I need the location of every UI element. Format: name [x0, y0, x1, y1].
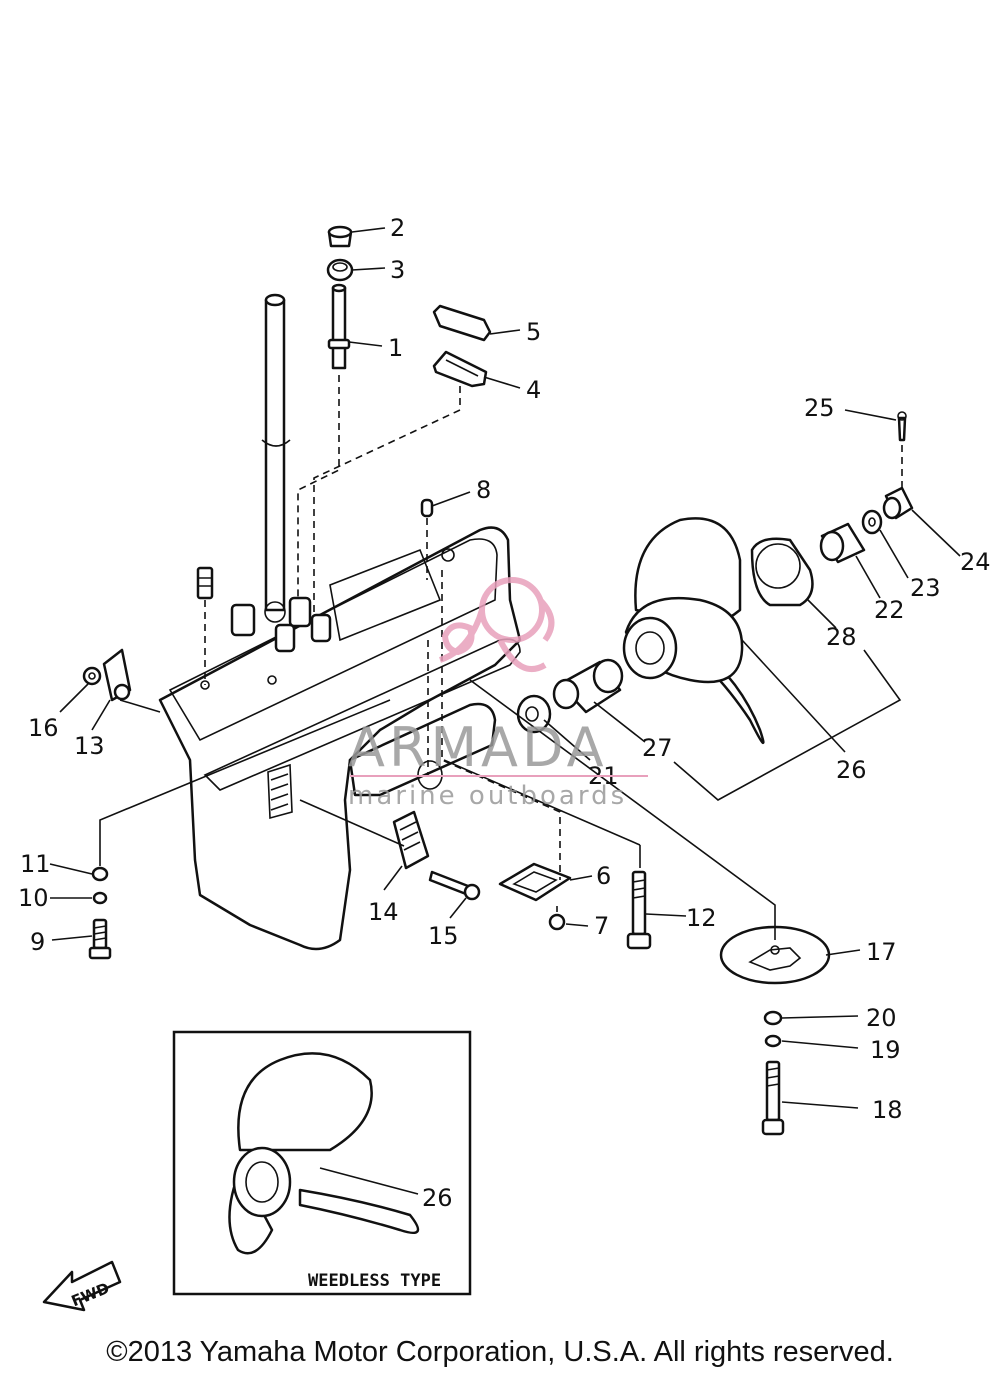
callout-17: 17	[866, 938, 897, 966]
callout-leaders	[49, 227, 961, 1109]
part-19-washer	[764, 1034, 782, 1048]
part-23-washer	[861, 509, 883, 535]
part-20-washer	[763, 1010, 783, 1026]
callout-28: 28	[826, 623, 857, 651]
part-16-screw	[82, 666, 102, 686]
part-3-seal	[326, 258, 354, 282]
lower-case-housing	[158, 293, 522, 951]
weedless-type-inset: 26 WEEDLESS TYPE	[172, 1030, 472, 1296]
callout-15: 15	[428, 922, 459, 950]
part-24-nut	[882, 486, 914, 520]
callout-12: 12	[686, 904, 717, 932]
callout-9: 9	[30, 928, 45, 956]
part-9-bolt	[88, 918, 112, 960]
callout-18: 18	[872, 1096, 903, 1124]
watermark-sub: marine outboards	[348, 781, 627, 811]
callout-23: 23	[910, 574, 941, 602]
part-5-damper	[432, 304, 492, 342]
callout-19: 19	[870, 1036, 901, 1064]
part-13-plate	[102, 648, 132, 702]
part-25-cotter-pin	[897, 411, 907, 442]
part-4-plate	[432, 350, 488, 388]
watermark-main: ARMADA	[348, 716, 608, 779]
part-22-spacer	[819, 522, 866, 564]
callout-16: 16	[28, 714, 59, 742]
callout-11: 11	[20, 850, 51, 878]
callout-13: 13	[74, 732, 105, 760]
armada-logo-icon	[438, 577, 555, 672]
callout-22: 22	[874, 596, 905, 624]
callout-20: 20	[866, 1004, 897, 1032]
part-7-screw	[548, 906, 566, 931]
callout-4: 4	[526, 376, 541, 404]
part-1-water-tube	[327, 283, 351, 370]
callout-14: 14	[368, 898, 399, 926]
part-27-spacer	[552, 658, 624, 714]
callout-labels: 2 3 1 5 4 8 25 24 23 22 28 26 27 21 16 1…	[18, 214, 991, 1124]
water-inlet-grille	[267, 763, 293, 820]
part-21-thrust-washer	[516, 694, 552, 734]
assembly-lines	[99, 375, 903, 940]
inset-title: WEEDLESS TYPE	[308, 1271, 441, 1291]
part-2-grommet	[327, 225, 353, 248]
part-14-water-inlet-cover	[392, 810, 430, 870]
callout-27: 27	[642, 734, 673, 762]
part-10-washer	[92, 891, 108, 905]
callout-1: 1	[388, 334, 403, 362]
callout-10: 10	[18, 884, 49, 912]
fwd-arrow-icon: FWD	[42, 1260, 122, 1312]
callout-3: 3	[390, 256, 405, 284]
callout-7: 7	[594, 912, 609, 940]
part-26-propeller	[622, 517, 765, 744]
callout-6: 6	[596, 862, 611, 890]
part-6-cover	[498, 862, 572, 902]
part-12-bolt	[626, 870, 652, 950]
callout-8: 8	[476, 476, 491, 504]
callout-2: 2	[390, 214, 405, 242]
part-11-washer	[91, 866, 109, 882]
part-18-bolt	[761, 1060, 785, 1136]
part-28-bushing	[750, 537, 814, 607]
copyright-notice: ©2013 Yamaha Motor Corporation, U.S.A. A…	[106, 1336, 894, 1368]
part-8-pin	[420, 498, 434, 518]
callout-26: 26	[836, 756, 867, 784]
stud-bolt	[196, 566, 214, 600]
weedless-propeller	[228, 1052, 420, 1255]
callout-24: 24	[960, 548, 991, 576]
callout-26-inset: 26	[422, 1184, 453, 1212]
part-15-bolt	[428, 870, 481, 901]
callout-25: 25	[804, 394, 835, 422]
callout-5: 5	[526, 318, 541, 346]
armada-watermark: ARMADA marine outboards	[348, 577, 648, 811]
